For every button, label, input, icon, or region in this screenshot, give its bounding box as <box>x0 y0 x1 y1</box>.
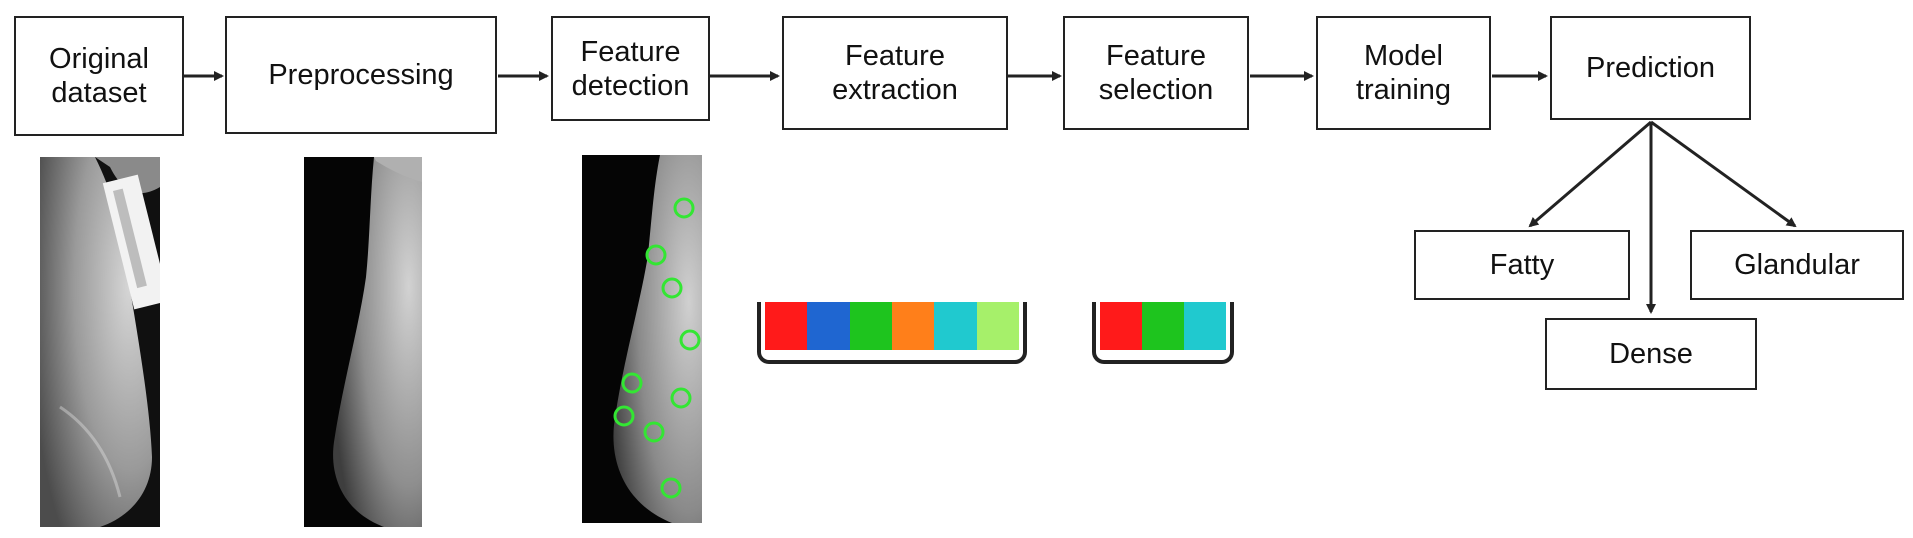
selected-feature-vector <box>1092 302 1234 364</box>
outcome-glandular: Glandular <box>1690 230 1904 300</box>
selected-feature-cells <box>1100 302 1226 350</box>
feature-cell <box>891 302 935 350</box>
step-model-training: Model training <box>1316 16 1491 130</box>
detected-feature-marker <box>613 405 635 427</box>
outcome-dense-label: Dense <box>1609 338 1693 370</box>
step-feature-detection-label: Feature detection <box>571 35 690 102</box>
step-feature-extraction-label: Feature extraction <box>832 40 958 106</box>
detected-feature-marker <box>660 477 682 499</box>
original-mammogram-image <box>40 157 160 527</box>
feature-detection-image <box>582 155 702 523</box>
feature-cell <box>849 302 892 350</box>
step-prediction-label: Prediction <box>1586 52 1715 84</box>
detected-feature-marker <box>643 421 665 443</box>
step-prediction: Prediction <box>1550 16 1751 120</box>
feature-cell <box>934 302 977 350</box>
step-feature-selection-label: Feature selection <box>1098 40 1214 106</box>
step-feature-detection: Feature detection <box>551 16 710 121</box>
detected-feature-marker <box>673 197 695 219</box>
detected-feature-marker <box>621 372 643 394</box>
outcome-fatty-label: Fatty <box>1489 249 1555 281</box>
outcome-dense: Dense <box>1545 318 1757 390</box>
detected-feature-marker <box>661 277 683 299</box>
outcome-glandular-label: Glandular <box>1734 249 1860 281</box>
extracted-feature-cells <box>765 302 1019 350</box>
detected-feature-marker <box>679 329 701 351</box>
preprocessed-mammogram-image <box>304 157 422 527</box>
step-preprocessing: Preprocessing <box>225 16 497 134</box>
extracted-feature-vector <box>757 302 1027 364</box>
feature-cell <box>1142 302 1184 350</box>
step-original-dataset: Original dataset <box>14 16 184 136</box>
feature-cell <box>1184 302 1226 350</box>
detected-feature-marker <box>670 387 692 409</box>
step-original-dataset-label: Original dataset <box>49 43 149 109</box>
step-feature-extraction: Feature extraction <box>782 16 1008 130</box>
step-preprocessing-label: Preprocessing <box>268 59 454 91</box>
feature-cell <box>1100 302 1142 350</box>
feature-cell <box>807 302 850 350</box>
feature-cell <box>765 302 808 350</box>
step-feature-selection: Feature selection <box>1063 16 1249 130</box>
outcome-fatty: Fatty <box>1414 230 1630 300</box>
detected-feature-marker <box>645 244 667 266</box>
feature-cell <box>976 302 1019 350</box>
arrow-prediction-to-glandular <box>1650 120 1797 228</box>
arrow-prediction-to-fatty <box>1528 120 1652 228</box>
step-model-training-label: Model training <box>1355 40 1452 106</box>
